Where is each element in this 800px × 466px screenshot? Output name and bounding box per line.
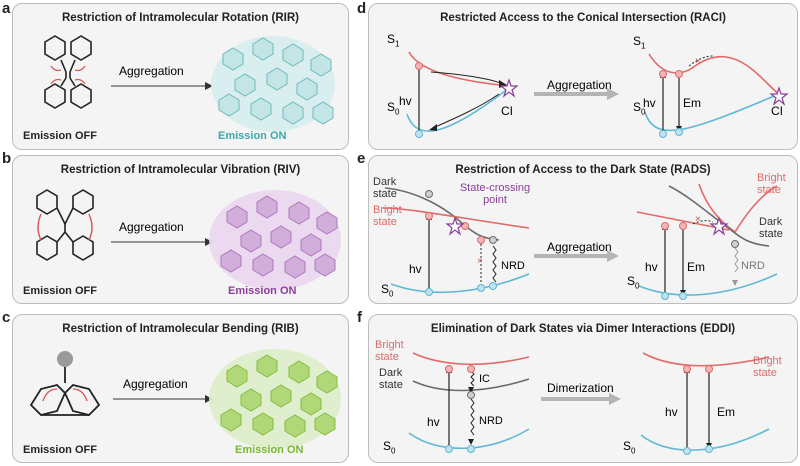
tetraphenylethylene-molecule [44, 35, 92, 109]
panel-c-graphic [29, 349, 341, 449]
panel-f-arrow-label: Dimerization [547, 381, 614, 395]
panel-e-diagram: × × [382, 183, 778, 300]
panel-e-hv-left: hv [409, 262, 422, 276]
panel-f-bright-left: Bright state [375, 339, 404, 363]
panel-d-hv-left: hv [399, 94, 412, 108]
panel-d-s0-left: S0 [387, 100, 400, 117]
panel-d-s0-right: S0 [633, 100, 646, 117]
panel-f-hv-left: hv [427, 415, 440, 429]
panel-c-emission-off: Emission OFF [23, 444, 97, 456]
bent-molecule [29, 365, 101, 416]
panel-b-title: Restriction of Intramolecular Vibration … [60, 164, 301, 176]
aggregate-cluster-b [209, 190, 341, 290]
panel-e-arrow-label: Aggregation [547, 240, 612, 254]
panel-a-arrow-label: Aggregation [119, 64, 184, 78]
panel-a: Restriction of Intramolecular Rotation (… [12, 3, 349, 150]
panel-f: Elimination of Dark States via Dimer Int… [368, 314, 798, 463]
substituent-ball [57, 351, 73, 367]
panel-f-s0-right: S0 [623, 439, 636, 456]
rotation-arrows-icon [50, 65, 86, 85]
panel-label-b: b [2, 150, 12, 167]
panel-e-dark-left: Dark state [373, 176, 397, 200]
panel-e-em-right: Em [687, 260, 705, 274]
panel-label-a: a [2, 0, 11, 17]
panel-b-arrow-label: Aggregation [119, 220, 184, 234]
annulene-molecule [36, 189, 94, 261]
panel-e: Restriction of Access to the Dark State … [368, 155, 798, 304]
panel-f-diagram [408, 352, 770, 455]
panel-d-s1-right: S1 [633, 34, 646, 51]
panel-c: Restriction of Intramolecular Bending (R… [12, 314, 349, 463]
panel-f-ic-label: IC [479, 373, 490, 385]
panel-e-crossing-label: State-crossing point [459, 182, 531, 206]
panel-label-e: e [357, 150, 366, 167]
panel-label-d: d [357, 0, 367, 17]
panel-c-arrow-label: Aggregation [123, 377, 188, 391]
panel-d-hv-right: hv [643, 96, 656, 110]
panel-e-s0-right: S0 [627, 274, 640, 291]
panel-label-f: f [357, 309, 362, 326]
panel-f-nrd-left: NRD [479, 415, 503, 427]
panel-f-bright-right: Bright state [753, 355, 782, 379]
panel-e-hv-right: hv [645, 260, 658, 274]
panel-b-emission-off: Emission OFF [23, 285, 97, 297]
panel-e-bright-left: Bright state [373, 204, 402, 228]
svg-text:×: × [695, 56, 701, 67]
aggregate-cluster-a [211, 36, 335, 132]
panel-a-title: Restriction of Intramolecular Rotation (… [61, 12, 300, 24]
panel-e-dark-right: Dark state [759, 216, 783, 240]
panel-e-nrd-left: NRD [501, 260, 525, 272]
panel-f-dark-left: Dark state [379, 367, 403, 391]
panel-d-diagram: × [406, 51, 789, 138]
panel-a-graphic [44, 35, 335, 132]
panel-d: Restricted Access to the Conical Interse… [368, 3, 798, 150]
panel-a-emission-off: Emission OFF [23, 130, 97, 142]
state-crossing-star-icon [445, 216, 465, 236]
conical-intersection-star-icon-2 [769, 86, 789, 106]
panel-d-ci-left: CI [501, 104, 513, 118]
aggregate-cluster-c [209, 349, 341, 449]
panel-e-bright-right: Bright state [757, 172, 786, 196]
panel-e-s0-left: S0 [381, 282, 394, 299]
panel-label-c: c [2, 309, 11, 326]
state-crossing-star-icon-2 [709, 216, 729, 236]
panel-e-title: Restriction of Access to the Dark State … [455, 164, 711, 176]
panel-c-emission-on: Emission ON [235, 444, 304, 456]
panel-b-emission-on: Emission ON [228, 285, 297, 297]
panel-d-title: Restricted Access to the Conical Interse… [440, 12, 726, 24]
panel-d-s1-left: S1 [387, 32, 400, 49]
panel-f-title: Elimination of Dark States via Dimer Int… [430, 323, 736, 335]
svg-text:×: × [477, 256, 483, 267]
panel-e-nrd-right: NRD [741, 260, 765, 272]
panel-b-graphic [36, 189, 341, 290]
panel-d-em-right: Em [683, 96, 701, 110]
panel-d-ci-right: CI [771, 104, 783, 118]
panel-f-hv-right: hv [665, 405, 678, 419]
panel-f-s0-left: S0 [383, 439, 396, 456]
conical-intersection-star-icon [499, 78, 519, 98]
panel-c-title: Restriction of Intramolecular Bending (R… [62, 323, 299, 335]
panel-d-arrow-label: Aggregation [547, 78, 612, 92]
panel-b: Restriction of Intramolecular Vibration … [12, 155, 349, 304]
svg-text:×: × [695, 214, 701, 225]
panel-a-emission-on: Emission ON [218, 130, 287, 142]
panel-f-em-right: Em [717, 405, 735, 419]
